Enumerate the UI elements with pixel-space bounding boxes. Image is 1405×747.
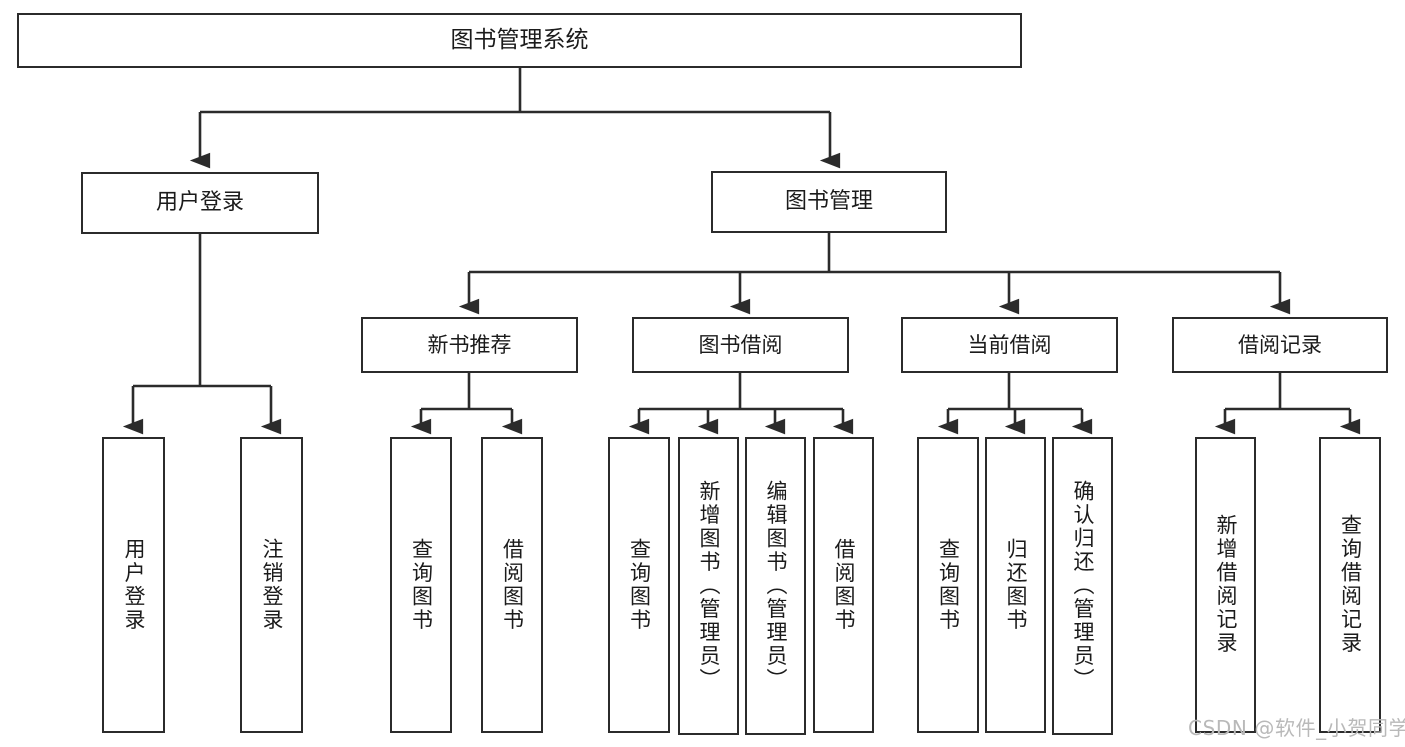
node-label: 编辑图书（管理员） bbox=[764, 480, 788, 692]
node-borrow-record[interactable]: 借阅记录 bbox=[1172, 317, 1388, 373]
node-current-borrow[interactable]: 当前借阅 bbox=[901, 317, 1118, 373]
node-label: 用户登录 bbox=[122, 537, 146, 633]
node-label: 新书推荐 bbox=[427, 332, 512, 357]
node-leaf-edit-book-admin[interactable]: 编辑图书（管理员） bbox=[745, 437, 806, 735]
node-book-borrow[interactable]: 图书借阅 bbox=[632, 317, 849, 373]
node-leaf-borrow-book-1[interactable]: 借阅图书 bbox=[481, 437, 543, 733]
node-label: 图书借阅 bbox=[698, 332, 783, 357]
node-leaf-query-book-2[interactable]: 查询图书 bbox=[608, 437, 670, 733]
node-new-book-recommend[interactable]: 新书推荐 bbox=[361, 317, 578, 373]
node-label: 当前借阅 bbox=[967, 332, 1052, 357]
node-label: 图书管理系统 bbox=[450, 27, 589, 54]
node-label: 查询图书 bbox=[936, 537, 961, 633]
node-leaf-query-book-1[interactable]: 查询图书 bbox=[390, 437, 452, 733]
node-leaf-add-borrow-record[interactable]: 新增借阅记录 bbox=[1195, 437, 1256, 733]
node-leaf-add-book-admin[interactable]: 新增图书（管理员） bbox=[678, 437, 739, 735]
node-label: 图书管理 bbox=[784, 189, 873, 215]
node-label: 查询借阅记录 bbox=[1338, 514, 1363, 656]
node-label: 新增图书（管理员） bbox=[697, 480, 721, 692]
node-leaf-borrow-book-2[interactable]: 借阅图书 bbox=[813, 437, 874, 733]
node-leaf-logout[interactable]: 注销登录 bbox=[240, 437, 303, 733]
node-label: 确认归还（管理员） bbox=[1071, 480, 1095, 692]
node-book-manage[interactable]: 图书管理 bbox=[711, 171, 947, 233]
watermark: CSDN @软件_小贺同学 bbox=[1188, 716, 1405, 740]
node-leaf-query-book-3[interactable]: 查询图书 bbox=[917, 437, 979, 733]
node-leaf-query-borrow-record[interactable]: 查询借阅记录 bbox=[1319, 437, 1381, 733]
node-root[interactable]: 图书管理系统 bbox=[17, 13, 1022, 68]
node-label: 注销登录 bbox=[260, 537, 284, 633]
node-label: 用户登录 bbox=[155, 190, 244, 216]
node-label: 借阅图书 bbox=[500, 537, 525, 633]
node-label: 查询图书 bbox=[627, 537, 652, 633]
node-leaf-user-login[interactable]: 用户登录 bbox=[102, 437, 165, 733]
node-leaf-return-book[interactable]: 归还图书 bbox=[985, 437, 1046, 733]
node-label: 查询图书 bbox=[409, 537, 434, 633]
node-leaf-confirm-return-admin[interactable]: 确认归还（管理员） bbox=[1052, 437, 1113, 735]
node-label: 归还图书 bbox=[1004, 537, 1028, 633]
node-label: 借阅图书 bbox=[832, 537, 856, 633]
node-label: 新增借阅记录 bbox=[1214, 514, 1238, 656]
node-label: 借阅记录 bbox=[1238, 332, 1322, 357]
node-user-login[interactable]: 用户登录 bbox=[81, 172, 319, 234]
